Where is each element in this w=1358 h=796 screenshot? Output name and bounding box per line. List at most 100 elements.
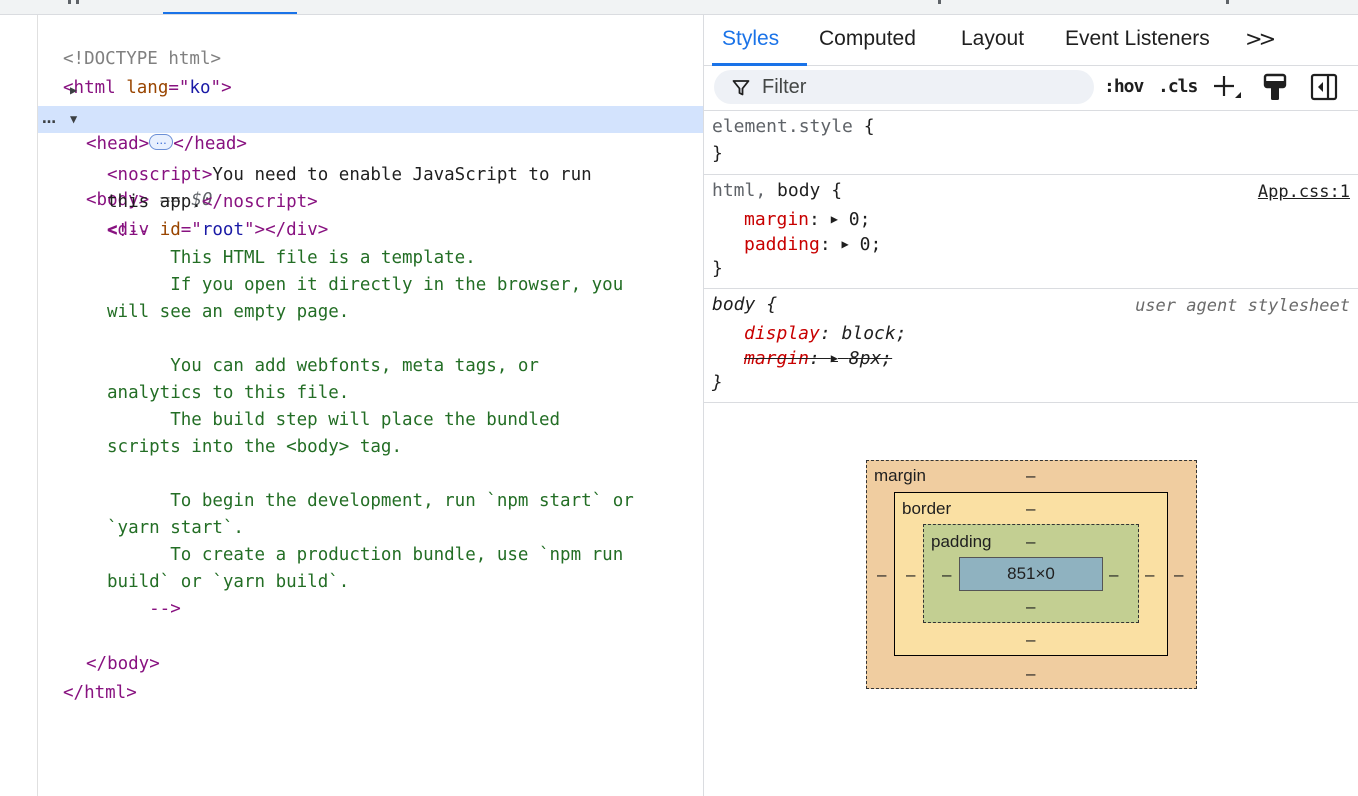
comment-line[interactable]: build` or `yarn build`. <box>38 569 703 596</box>
box-model-content[interactable]: 851×0 <box>959 557 1103 591</box>
panel-divider[interactable] <box>703 15 704 796</box>
padding-top-value[interactable]: – <box>1026 532 1036 551</box>
margin-top-value[interactable]: – <box>1026 466 1036 485</box>
tree-node-div-root[interactable]: <div id="root"></div> <box>38 190 703 240</box>
tree-node-noscript[interactable]: <noscript>You need to enable JavaScript … <box>38 135 703 185</box>
padding-right-value[interactable]: – <box>1109 565 1119 584</box>
tree-node-doctype[interactable]: <!DOCTYPE html> <box>38 19 703 69</box>
border-left-value[interactable]: – <box>906 565 916 584</box>
div-open-tag: <div <box>107 220 150 240</box>
comment-text: If you open it directly in the browser, … <box>107 275 624 295</box>
border-bottom-value[interactable]: – <box>1026 630 1036 649</box>
rule-open-brace: { <box>820 180 843 201</box>
comment-open: <!-- <box>107 221 150 241</box>
margin-left-value[interactable]: – <box>877 565 887 584</box>
style-rule-element-style[interactable]: element.style { } <box>704 112 1358 175</box>
styles-filter-input[interactable] <box>762 73 1062 101</box>
border-right-value[interactable]: – <box>1145 565 1155 584</box>
css-prop-value[interactable]: 0; <box>848 209 871 230</box>
filter-box[interactable] <box>714 70 1094 104</box>
tree-node-noscript-cont[interactable]: this app.</noscript> <box>38 162 703 212</box>
css-prop-value[interactable]: block; <box>841 323 907 344</box>
active-tab-underline <box>712 63 807 66</box>
css-prop-value[interactable]: 0; <box>859 234 882 255</box>
body-close-tag: </body> <box>86 654 160 674</box>
hov-toggle-button[interactable]: :hov <box>1104 76 1144 97</box>
tree-gutter <box>37 15 38 796</box>
rule-close-brace: } <box>712 258 723 279</box>
strip-marker <box>76 0 79 4</box>
rule-selector-body: body <box>777 180 821 201</box>
comment-line[interactable]: If you open it directly in the browser, … <box>38 272 703 299</box>
comment-text: You can add webfonts, meta tags, or <box>107 356 539 376</box>
tab-event-listeners[interactable]: Event Listeners <box>1065 27 1210 50</box>
html-attr-name: lang <box>115 78 169 98</box>
noscript-open-tag: <noscript> <box>107 165 213 185</box>
comment-line[interactable]: analytics to this file. <box>38 380 703 407</box>
css-colon: : <box>809 209 831 230</box>
comment-line[interactable]: The build step will place the bundled <box>38 407 703 434</box>
tree-node-head[interactable]: ▶ <head>…</head> <box>38 77 703 154</box>
css-property-padding[interactable]: padding: ▶ 0; <box>744 232 881 257</box>
tree-node-body-close[interactable]: </body> <box>38 624 703 674</box>
html-attr-value[interactable]: ko <box>189 78 211 98</box>
div-attr-value[interactable]: root <box>201 220 244 240</box>
head-collapsed-ellipsis-icon[interactable]: … <box>149 134 174 150</box>
html-attr-close: "> <box>210 78 232 98</box>
margin-bottom-value[interactable]: – <box>1026 664 1036 683</box>
cls-toggle-button[interactable]: .cls <box>1158 76 1198 97</box>
html-attr-eq: =" <box>168 78 190 98</box>
row-menu-icon[interactable]: … <box>42 111 56 127</box>
comment-line[interactable]: You can add webfonts, meta tags, or <box>38 353 703 380</box>
comment-line[interactable]: This HTML file is a template. <box>38 245 703 272</box>
border-top-value[interactable]: – <box>1026 499 1036 518</box>
tree-node-html-close[interactable]: </html> <box>38 653 703 703</box>
paint-brush-icon[interactable] <box>1262 73 1288 103</box>
div-attr-eq: =" <box>180 220 202 240</box>
style-rule-html-body[interactable]: html, body { App.css:1 margin: ▶ 0; padd… <box>704 176 1358 289</box>
css-prop-value[interactable]: 8px; <box>848 348 893 369</box>
strip-marker <box>68 0 71 4</box>
rule-selector: body <box>712 294 756 315</box>
padding-bottom-value[interactable]: – <box>1026 597 1036 616</box>
comment-text: The build step will place the bundled <box>107 410 561 430</box>
comment-line[interactable]: To create a production bundle, use `npm … <box>38 542 703 569</box>
comment-text: analytics to this file. <box>107 383 350 403</box>
body-open-tag: <body> <box>86 190 150 210</box>
padding-left-value[interactable]: – <box>942 565 952 584</box>
margin-right-value[interactable]: – <box>1174 565 1184 584</box>
more-tabs-chevron-icon[interactable]: >> <box>1245 27 1276 51</box>
comment-line[interactable]: scripts into the <body> tag. <box>38 434 703 461</box>
css-property-margin[interactable]: margin: ▶ 0; <box>744 207 870 232</box>
rule-source-user-agent: user agent stylesheet <box>1135 296 1350 316</box>
rule-source-link[interactable]: App.css:1 <box>1257 182 1350 202</box>
tab-styles[interactable]: Styles <box>722 27 780 50</box>
collapse-body-triangle-icon[interactable]: ▼ <box>70 112 78 126</box>
tree-node-html[interactable]: <html lang="ko"> <box>38 48 703 98</box>
body-dollar-ref: $0 <box>191 190 213 210</box>
new-style-rule-plus-icon[interactable] <box>1212 73 1242 103</box>
comment-text: To begin the development, run `npm start… <box>107 491 634 511</box>
expand-value-triangle-icon[interactable]: ▶ <box>841 237 849 251</box>
rule-open-brace: { <box>852 116 875 137</box>
toggle-sidebar-icon[interactable] <box>1310 73 1338 101</box>
css-property-display[interactable]: display: block; <box>744 321 907 346</box>
expand-value-triangle-icon[interactable]: ▶ <box>830 212 838 226</box>
expand-value-triangle-icon[interactable]: ▶ <box>830 351 838 365</box>
active-panel-indicator <box>163 12 297 14</box>
expand-head-triangle-icon[interactable]: ▶ <box>70 83 78 97</box>
tab-computed[interactable]: Computed <box>819 27 916 50</box>
comment-line[interactable]: --> <box>38 596 703 623</box>
comment-text: `yarn start`. <box>107 518 244 538</box>
tree-node-body-selected[interactable]: … ▼ <body> == $0 <box>38 106 703 210</box>
noscript-text-line1: You need to enable JavaScript to run <box>212 165 592 185</box>
body-eq-marker: == <box>149 190 192 210</box>
comment-line[interactable]: `yarn start`. <box>38 515 703 542</box>
css-property-margin-overridden[interactable]: margin: ▶ 8px; <box>744 346 892 371</box>
comment-line[interactable]: To begin the development, run `npm start… <box>38 488 703 515</box>
comment-line[interactable]: <!-- <box>38 218 703 245</box>
comment-line[interactable]: will see an empty page. <box>38 299 703 326</box>
tab-layout[interactable]: Layout <box>961 27 1025 50</box>
style-rule-user-agent-body[interactable]: body { user agent stylesheet display: bl… <box>704 290 1358 403</box>
rule-close-brace: } <box>712 143 723 164</box>
